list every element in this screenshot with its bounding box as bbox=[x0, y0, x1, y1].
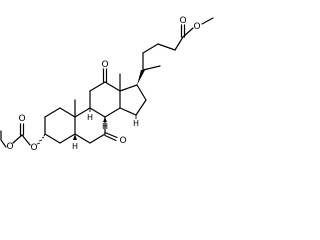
atom-o-carbonate-ethoxy: O bbox=[6, 142, 13, 152]
atom-o-ester-carbonyl: O bbox=[179, 16, 186, 26]
chemical-structure-diagram: O O O O H H H H bbox=[0, 16, 214, 153]
ketone-c12: O bbox=[101, 60, 109, 83]
ring-a bbox=[44, 107, 76, 144]
atom-h-5: H bbox=[72, 142, 78, 151]
atom-o-carbonate-carbonyl: O bbox=[18, 114, 25, 124]
side-chain bbox=[137, 36, 184, 85]
atom-o-ketone-7: O bbox=[119, 136, 126, 146]
atom-o-ester-single: O bbox=[193, 22, 200, 32]
wedge-bond-c17-c20 bbox=[137, 70, 145, 85]
atom-o-ketone-12: O bbox=[101, 60, 108, 70]
ethyl-carbonate: O O O bbox=[0, 114, 46, 153]
atom-h-8: H bbox=[102, 122, 108, 131]
atom-o-carbonate-ring: O bbox=[30, 143, 37, 153]
atom-h-9: H bbox=[87, 113, 93, 122]
stereo-hydrogens: H H H H bbox=[72, 108, 139, 151]
ring-c bbox=[89, 81, 121, 118]
atom-h-14: H bbox=[133, 119, 139, 128]
ring-d bbox=[119, 84, 147, 116]
ketone-c7: O bbox=[104, 131, 127, 146]
methyl-ester: O O bbox=[179, 16, 214, 38]
